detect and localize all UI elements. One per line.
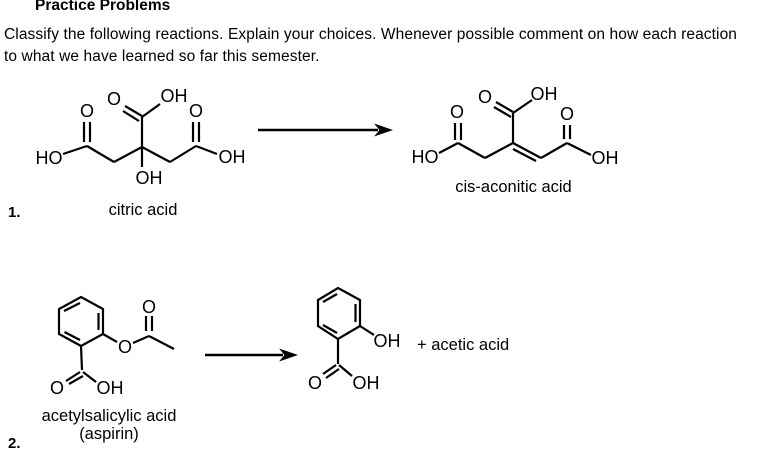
cis-aconitic-acid-drawing: HO O O OH O OH (412, 84, 619, 168)
atom-label-oh: OH (97, 378, 124, 398)
atom-label-oh: OH (592, 148, 619, 168)
right-arrow-icon (205, 348, 298, 362)
salicylic-acid-structure: OH O OH (298, 283, 428, 398)
atom-label-o: O (450, 102, 464, 122)
salicylic-acid-drawing: OH O OH (308, 286, 401, 393)
aspirin-label-line-2: (aspirin) (79, 425, 139, 443)
cis-aconitic-acid-structure: HO O O OH O OH (403, 84, 658, 180)
atom-label-ho: HO (36, 148, 63, 168)
atom-label-o: O (142, 297, 156, 317)
atom-label-o: O (107, 89, 121, 109)
byproduct-text: + acetic acid (417, 336, 510, 354)
atom-label-oh: OH (136, 168, 163, 188)
reaction-arrow-1 (255, 120, 395, 140)
atom-label-o: O (308, 373, 322, 393)
atom-label-ho: HO (412, 147, 439, 167)
atom-label-o: O (189, 101, 203, 121)
page-title: Practice Problems (35, 0, 171, 14)
atom-label-oh: OH (374, 331, 401, 351)
atom-label-oh: OH (161, 86, 188, 106)
citric-acid-structure: HO O O OH OH O OH (28, 85, 263, 195)
cis-aconitic-acid-label: cis-aconitic acid (455, 178, 572, 196)
intro-line-2: to what we have learned so far this seme… (4, 48, 320, 65)
atom-label-oh: OH (353, 373, 380, 393)
aspirin-drawing: O O O OH (50, 295, 175, 398)
aspirin-label-line-1: acetylsalicylic acid (41, 407, 177, 425)
citric-acid-drawing: HO O O OH OH O OH (36, 86, 246, 188)
atom-label-oh: OH (219, 147, 246, 167)
atom-label-oh: OH (531, 84, 558, 104)
atom-label-o: O (560, 104, 574, 124)
right-arrow-icon (258, 123, 393, 137)
atom-label-o: O (478, 87, 492, 107)
atom-label-o: O (80, 101, 94, 121)
citric-acid-label: citric acid (108, 201, 178, 219)
atom-label-o: O (118, 337, 132, 357)
reaction-arrow-2 (203, 345, 303, 365)
problem-1-number: 1. (8, 204, 21, 221)
intro-line-1: Classify the following reactions. Explai… (4, 26, 738, 43)
aspirin-structure: O O O OH (38, 283, 188, 403)
problem-2-number: 2. (8, 435, 21, 452)
atom-label-o: O (50, 378, 64, 398)
